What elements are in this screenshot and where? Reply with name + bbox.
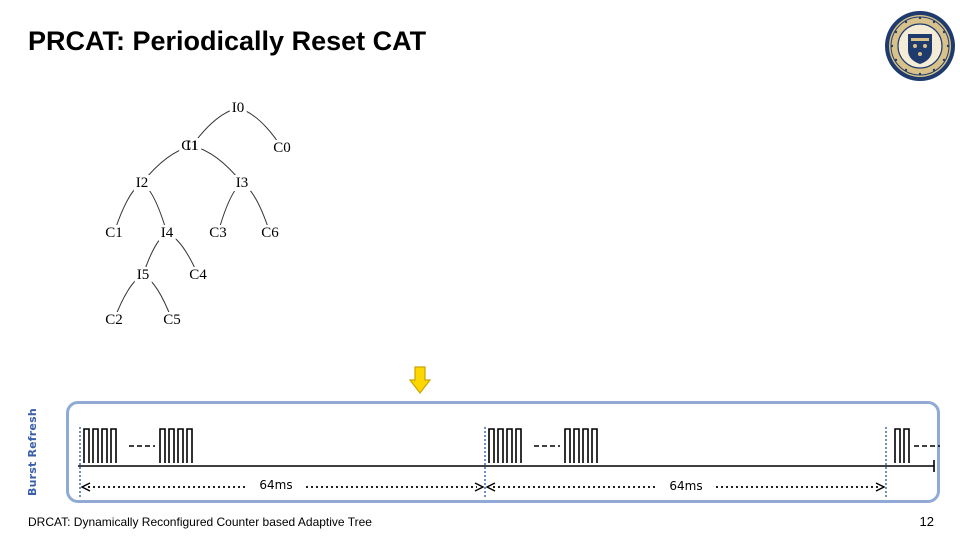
tree-node-c4: C4 [187,267,209,283]
tree-node-i2: I2 [133,175,151,191]
tree-node-c6: C6 [259,225,281,241]
period-arrowhead-right-1 [474,482,485,492]
tree-node-c5: C5 [161,312,183,328]
period-label-2: 64ms [669,479,703,493]
refresh-burst-2b [564,428,598,463]
tree-node-i5: I5 [134,267,152,283]
period-arrowhead-left-2 [485,482,496,492]
slide-title: PRCAT: Periodically Reset CAT [28,26,427,56]
refresh-burst-2a [488,428,522,463]
period-arrowhead-right-2 [875,482,886,492]
tree-node-c0: C0 [271,140,293,156]
tree-node-i4: I4 [158,225,176,241]
page-number: 12 [919,514,934,529]
period-label-1: 64ms [259,478,293,492]
university-seal-icon [885,11,955,81]
refresh-burst-3a [894,428,910,463]
tree-node-i3: I3 [233,175,251,191]
burst-refresh-panel [66,401,940,503]
period-arrowhead-left-1 [80,482,91,492]
footer-text: DRCAT: Dynamically Reconfigured Counter … [28,515,372,529]
down-arrow-icon [409,366,431,394]
tree-node-i1-overlap: I1 [185,138,199,154]
refresh-burst-1b [159,428,193,463]
tree-node-c1-overlap: C1 [179,138,201,154]
refresh-burst-1a [83,428,117,463]
tree-node-c3: C3 [207,225,229,241]
tree-node-c2: C2 [103,312,125,328]
tree-node-c1: C1 [103,225,125,241]
tree-node-i0: I0 [229,100,247,116]
